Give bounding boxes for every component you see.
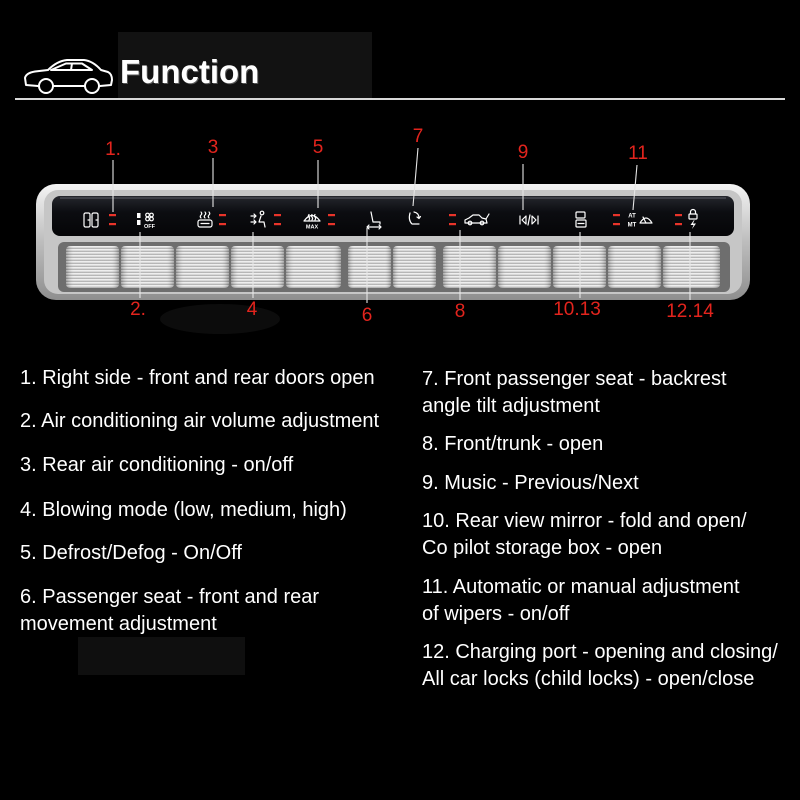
defrost-max-icon: MAX [303, 213, 321, 231]
callout-number: 1. [105, 139, 121, 160]
mirror-storage-icon [575, 211, 587, 228]
panel-key [231, 246, 284, 288]
car-trunk-icon [464, 213, 490, 226]
seat-slide-icon [366, 211, 382, 230]
callout-number: 10.13 [553, 299, 601, 320]
feature-text: 10. Rear view mirror - fold and open/ [422, 510, 747, 532]
title-backdrop [118, 32, 372, 98]
feature-text: All car locks (child locks) - open/close [422, 668, 755, 690]
feature-text: movement adjustment [20, 613, 217, 635]
wiper-auto-manual-icon: AT MT [628, 214, 653, 229]
title-divider [15, 98, 785, 100]
feature-text: 6. Passenger seat - front and rear [20, 586, 320, 608]
feature-text: 3. Rear air conditioning - on/off [20, 454, 294, 476]
panel-key [498, 246, 551, 288]
rear-ac-icon [197, 211, 213, 228]
feature-item: 8. Front/trunk - open [422, 431, 603, 458]
indicator-led [219, 214, 226, 226]
panel-key [121, 246, 174, 288]
wiper-at-label: AT [628, 214, 636, 220]
feature-text: 12. Charging port - opening and closing/ [422, 641, 778, 663]
feature-item: 5. Defrost/Defog - On/Off [20, 540, 242, 567]
defrost-max-label: MAX [306, 225, 319, 231]
callout-number: 6 [361, 305, 373, 326]
callout-number: 8 [454, 301, 466, 322]
panel-key [443, 246, 496, 288]
feature-item: 11. Automatic or manual adjustment of wi… [422, 574, 740, 628]
callout-number: 3 [207, 137, 219, 158]
panel-key [176, 246, 229, 288]
feature-text: 11. Automatic or manual adjustment [422, 576, 740, 598]
feature-item: 12. Charging port - opening and closing/… [422, 639, 778, 693]
callout-number: 7 [412, 126, 424, 147]
feature-text: angle tilt adjustment [422, 395, 600, 417]
indicator-led [449, 214, 456, 226]
touch-strip [52, 196, 734, 236]
feature-text: 8. Front/trunk - open [422, 433, 604, 455]
indicator-led [274, 214, 281, 226]
feature-text: 1. Right side - front and rear doors ope… [20, 367, 375, 389]
feature-item: 2. Air conditioning air volume adjustmen… [20, 408, 379, 435]
indicator-led [675, 214, 682, 226]
background-smudge [160, 304, 280, 334]
panel-key [608, 246, 661, 288]
indicator-led [613, 214, 620, 226]
background-smudge [78, 637, 245, 675]
feature-item: 4. Blowing mode (low, medium, high) [20, 497, 347, 524]
panel-key [66, 246, 119, 288]
car-outline-icon [24, 59, 113, 94]
fan-off-icon: OFF [137, 212, 156, 230]
feature-text: Co pilot storage box - open [422, 537, 663, 559]
callout-number: 12.14 [666, 301, 714, 322]
callout-number: 2. [130, 299, 146, 320]
seat-recline-icon [408, 211, 422, 225]
indicator-led [109, 214, 116, 226]
leader-lines [112, 147, 691, 303]
fan-off-label: OFF [144, 224, 156, 230]
callout-number: 11 [628, 143, 648, 164]
page-title: Function [120, 53, 260, 90]
callout-number: 4 [246, 299, 258, 320]
charge-lock-icon [688, 208, 698, 229]
feature-item: 3. Rear air conditioning - on/off [20, 452, 293, 479]
car-door-icon [83, 212, 99, 228]
feature-item: 6. Passenger seat - front and rear movem… [20, 584, 319, 638]
feature-text: 9. Music - Previous/Next [422, 472, 639, 494]
feature-text: 7. Front passenger seat - backrest [422, 368, 727, 390]
panel-key [286, 246, 341, 288]
feature-text: of wipers - on/off [422, 603, 570, 625]
wiper-mt-label: MT [628, 223, 637, 229]
feature-item: 10. Rear view mirror - fold and open/ Co… [422, 508, 747, 562]
callout-number: 5 [312, 137, 324, 158]
panel-key [393, 246, 436, 288]
feature-item: 7. Front passenger seat - backrest angle… [422, 366, 727, 420]
control-panel-diagram: OFF MAX [36, 147, 750, 303]
feature-text: 2. Air conditioning air volume adjustmen… [20, 410, 380, 432]
indicator-led [328, 214, 335, 226]
callout-number: 9 [517, 142, 529, 163]
panel-key [663, 246, 720, 288]
feature-text: 5. Defrost/Defog - On/Off [20, 542, 242, 564]
blow-mode-icon [250, 210, 266, 228]
feature-item: 9. Music - Previous/Next [422, 470, 639, 497]
prev-next-icon [519, 214, 539, 226]
feature-text: 4. Blowing mode (low, medium, high) [20, 499, 347, 521]
panel-key [348, 246, 391, 288]
feature-item: 1. Right side - front and rear doors ope… [20, 365, 375, 392]
